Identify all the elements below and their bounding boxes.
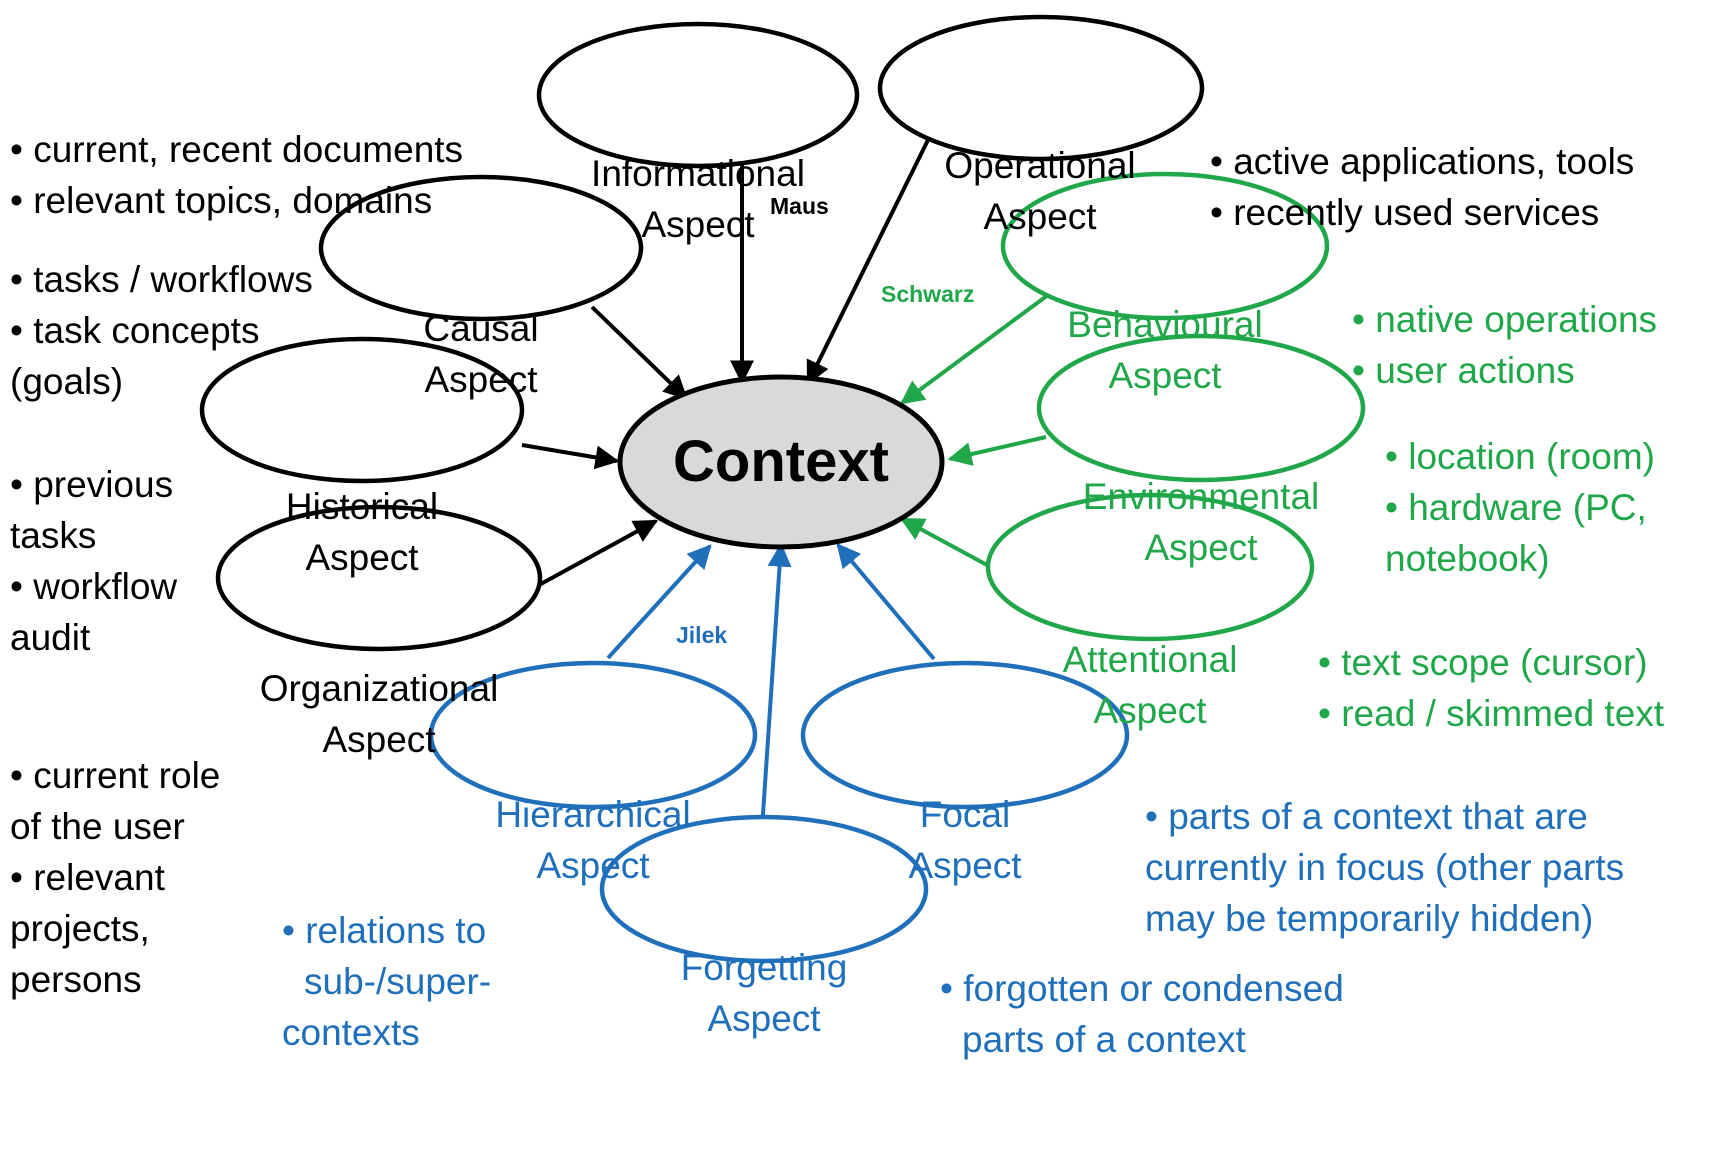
environmental-aspect-node <box>1036 333 1366 483</box>
behavioural-aspect-node <box>1000 171 1330 321</box>
causal-notes: • tasks / workflows• task concepts(goals… <box>10 259 313 402</box>
causal-aspect-node <box>318 174 644 322</box>
arrow-operational <box>806 139 930 386</box>
informational-aspect-node <box>536 21 860 169</box>
arrow-organizational <box>538 519 659 587</box>
attentional-notes: • text scope (cursor)• read / skimmed te… <box>1318 642 1665 734</box>
arrow-focal <box>836 543 936 661</box>
author-jilek-label: Jilek <box>676 622 728 648</box>
arrow-causal <box>590 305 688 400</box>
operational-aspect-node <box>877 14 1205 162</box>
arrow-hierarchical <box>606 544 712 660</box>
informational-notes: • current, recent documents• relevant to… <box>10 129 464 221</box>
hierarchical-aspect-node <box>428 660 758 810</box>
context-label: Context <box>673 429 889 494</box>
context-node <box>617 374 945 550</box>
arrow-forgetting <box>760 542 792 830</box>
diagram-canvas <box>199 14 1366 964</box>
organizational-aspect-node <box>215 504 543 652</box>
arrow-historical <box>521 443 620 470</box>
forgetting-aspect-node <box>599 814 929 964</box>
arrow-attentional <box>899 517 988 567</box>
arrow-environmental <box>947 435 1047 466</box>
author-maus-label: Maus <box>770 193 829 219</box>
historical-aspect-node <box>199 336 525 484</box>
operational-notes: • active applications, tools• recently u… <box>1210 141 1635 233</box>
author-schwarz-label: Schwarz <box>881 281 975 307</box>
behavioural-notes: • native operations• user actions <box>1352 299 1658 391</box>
focal-aspect-node <box>800 660 1130 810</box>
environmental-notes: • location (room)• hardware (PC,notebook… <box>1385 436 1655 579</box>
arrow-behavioural <box>900 290 1054 405</box>
attentional-aspect-node <box>985 492 1315 642</box>
